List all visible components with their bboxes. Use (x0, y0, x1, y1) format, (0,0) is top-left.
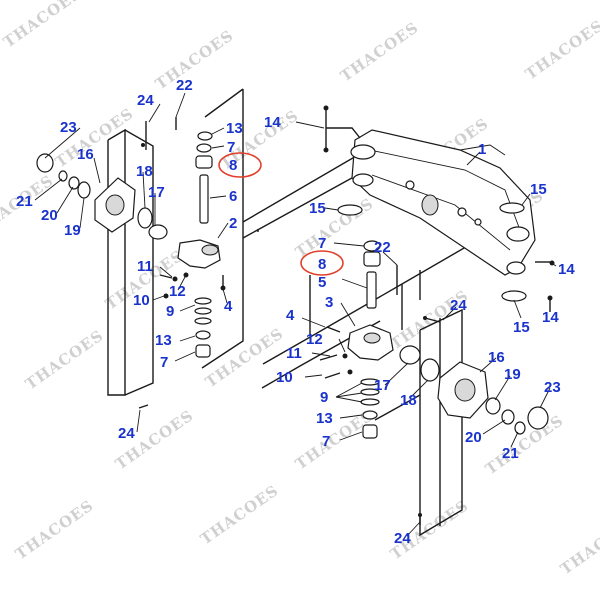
callout-15: 15 (309, 200, 326, 217)
watermark: THACOES (0, 0, 85, 51)
callout-4: 4 (286, 307, 295, 324)
frame-outlines (107, 88, 491, 537)
callout-8: 8 (229, 157, 237, 174)
callout-22: 22 (176, 77, 193, 94)
watermark: THACOES (22, 326, 107, 393)
callout-9: 9 (320, 389, 328, 406)
callout-15: 15 (513, 319, 530, 336)
watermark: THACOES (482, 411, 567, 478)
callout-5: 5 (318, 274, 326, 291)
callout-7: 7 (318, 235, 326, 252)
callout-7: 7 (160, 354, 168, 371)
watermark: THACOES (197, 481, 282, 548)
callout-15: 15 (530, 181, 547, 198)
highlight-marks (218, 152, 344, 276)
callout-18: 18 (136, 163, 153, 180)
watermark: THACOES (522, 16, 600, 83)
callout-17: 17 (374, 377, 391, 394)
callout-11: 11 (286, 345, 302, 362)
axle-shims (337, 202, 527, 302)
watermark-layer: THACOES THACOES THACOES THACOES THACOES … (0, 0, 600, 578)
callout-13: 13 (316, 410, 333, 427)
highlight-ring-left-8 (218, 152, 262, 178)
callout-24: 24 (394, 530, 411, 547)
callout-20: 20 (41, 207, 58, 224)
callout-13: 13 (226, 120, 243, 137)
callout-7: 7 (227, 139, 235, 156)
callout-labels: 1 22 13 7 8 6 2 24 23 16 18 17 21 20 19 … (16, 77, 575, 547)
callout-1: 1 (478, 141, 486, 158)
callout-12: 12 (306, 331, 323, 348)
callout-21: 21 (16, 193, 33, 210)
highlight-ring-right-8 (300, 250, 344, 276)
leader-lines (34, 92, 557, 537)
callout-3: 3 (325, 294, 333, 311)
right-assembly (319, 240, 549, 525)
callout-20: 20 (465, 429, 482, 446)
callout-22: 22 (374, 239, 391, 256)
watermark: THACOES (152, 26, 237, 93)
callout-4: 4 (224, 298, 233, 315)
callout-14: 14 (264, 114, 281, 131)
watermark: THACOES (557, 511, 600, 578)
callout-23: 23 (544, 379, 561, 396)
callout-11: 11 (137, 258, 153, 275)
callout-23: 23 (60, 119, 77, 136)
callout-7: 7 (322, 433, 330, 450)
callout-24: 24 (118, 425, 135, 442)
callout-18: 18 (400, 392, 417, 409)
callout-14: 14 (542, 309, 559, 326)
callout-14: 14 (558, 261, 575, 278)
callout-21: 21 (502, 445, 519, 462)
watermark: THACOES (12, 496, 97, 563)
callout-6: 6 (229, 188, 237, 205)
callout-10: 10 (133, 292, 150, 309)
axle-body (350, 129, 536, 276)
watermark: THACOES (337, 18, 422, 85)
callout-13: 13 (155, 332, 172, 349)
callout-10: 10 (276, 369, 293, 386)
callout-17: 17 (148, 184, 165, 201)
callout-16: 16 (77, 146, 94, 163)
callout-24: 24 (137, 92, 154, 109)
callout-12: 12 (169, 283, 186, 300)
callout-8: 8 (318, 256, 326, 273)
callout-9: 9 (166, 303, 174, 320)
callout-19: 19 (64, 222, 81, 239)
callout-19: 19 (504, 366, 521, 383)
callout-24: 24 (450, 297, 467, 314)
callout-2: 2 (229, 215, 237, 232)
callout-16: 16 (488, 349, 505, 366)
left-assembly (36, 117, 226, 409)
